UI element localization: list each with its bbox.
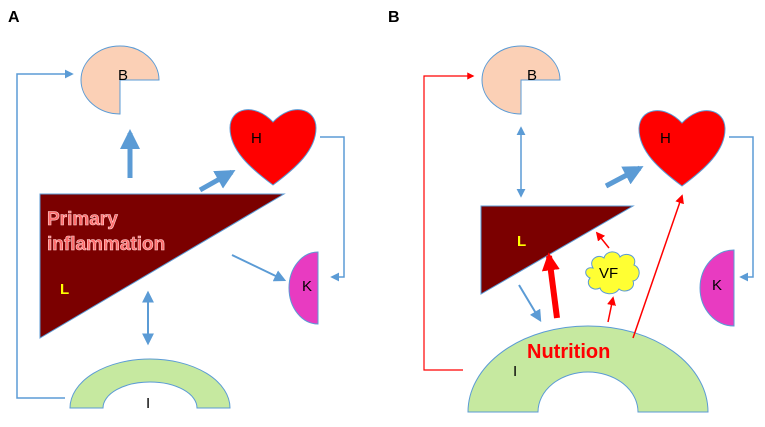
arrow-vf-to-liver	[595, 231, 610, 249]
panel-a-label: A	[8, 9, 20, 26]
heart-shape-b: H	[638, 110, 726, 187]
arrow-intestine-to-brain	[16, 69, 74, 399]
liver-label-b: L	[517, 233, 526, 250]
liver-label: L	[60, 281, 69, 298]
visceral-fat-label: VF	[599, 265, 618, 282]
intestine-label: I	[146, 395, 150, 412]
liver-shape-b: L	[480, 205, 635, 295]
heart-label: H	[251, 130, 262, 147]
heart-shape: H	[229, 109, 317, 186]
arrow-nutrition-to-vf	[607, 296, 616, 323]
brain-label: B	[118, 67, 128, 84]
inflammation-label-line1: Primary	[47, 209, 118, 230]
brain-label-b: B	[527, 67, 537, 84]
brain-shape-b: B	[481, 45, 561, 115]
panel-b-label: B	[388, 9, 400, 26]
panel-a: A B H Primary inflammation L K I	[8, 9, 345, 412]
arrow-nutrition-to-liver	[541, 252, 560, 319]
arrow-liver-to-kidney	[231, 254, 287, 282]
arrow-liver-to-heart	[198, 169, 236, 193]
nutrition-label: Nutrition	[527, 341, 610, 363]
kidney-label: K	[302, 278, 312, 295]
arrow-intestine-to-brain-b	[423, 72, 475, 371]
intestine-shape-b: I Nutrition	[467, 325, 709, 413]
arrow-liver-to-heart-b	[604, 165, 644, 189]
liver-shape: Primary inflammation L	[39, 193, 286, 339]
arrow-nutrition-to-heart	[632, 194, 684, 339]
arrow-heart-to-kidney	[320, 136, 345, 282]
brain-shape: B	[80, 45, 160, 115]
kidney-shape-b: K	[699, 249, 735, 327]
panel-b: B B H L VF K I Nutrition	[388, 9, 754, 413]
heart-label-b: H	[660, 130, 671, 147]
arrow-heart-to-kidney-b	[729, 136, 754, 282]
intestine-shape: I	[69, 358, 231, 412]
arrow-liver-to-intestine-b	[518, 284, 542, 323]
kidney-label-b: K	[712, 277, 722, 294]
intestine-label-b: I	[513, 363, 517, 380]
kidney-shape: K	[288, 251, 319, 325]
inflammation-label-line2: inflammation	[47, 234, 165, 255]
visceral-fat-shape: VF	[585, 251, 640, 295]
